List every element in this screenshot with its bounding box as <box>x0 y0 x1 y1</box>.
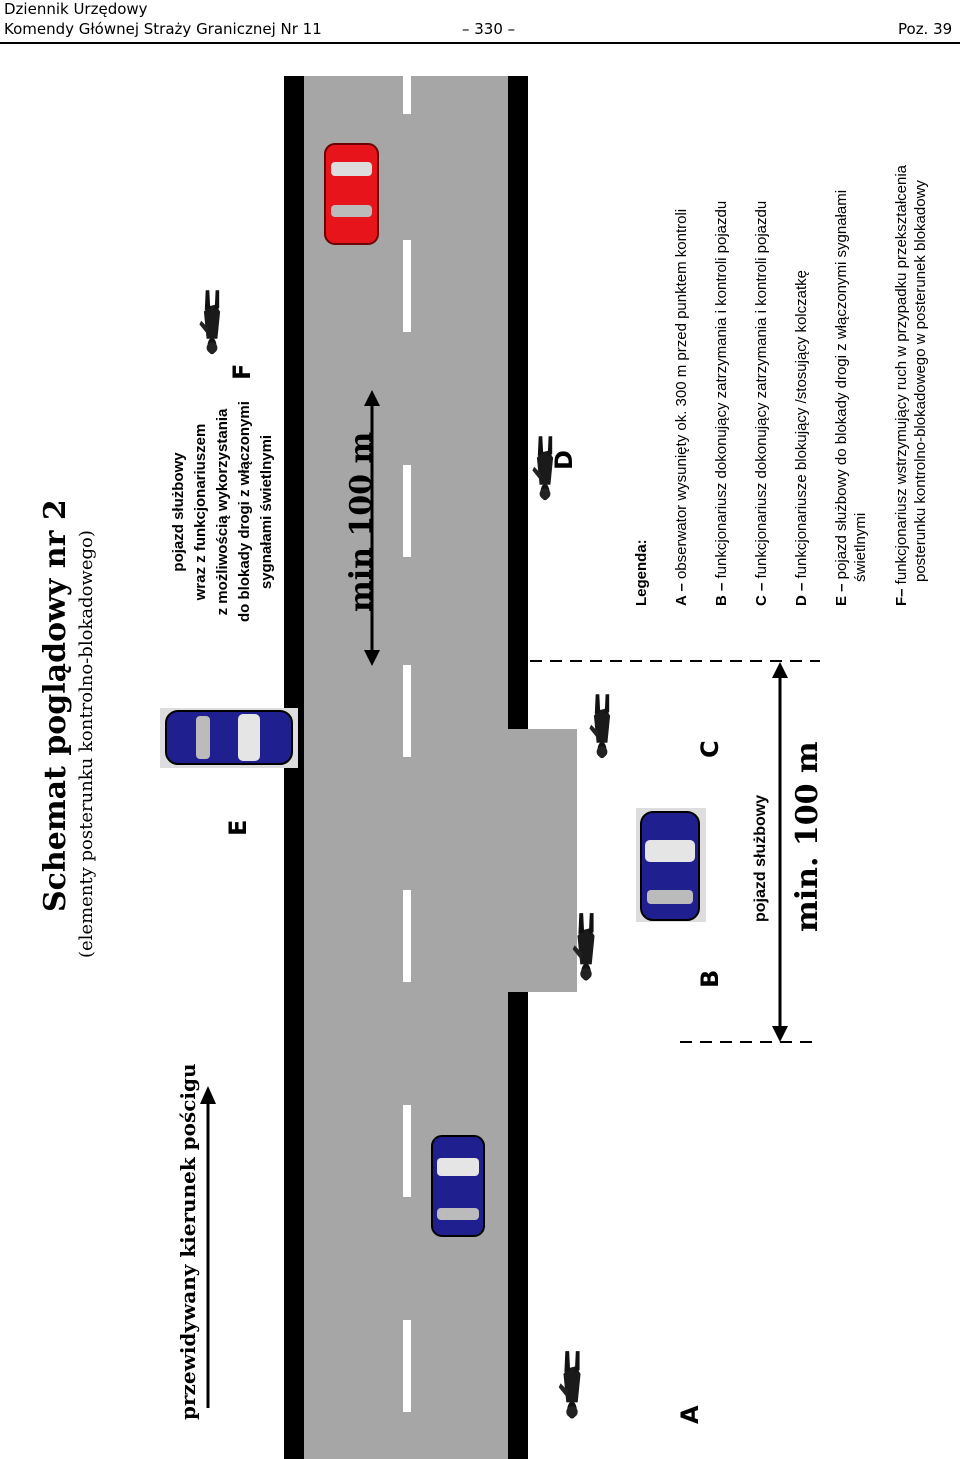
legend-item-e: E – pojazd służbowy do blokady drogi z w… <box>833 189 869 606</box>
distance-label-road: min 100 m <box>344 431 379 612</box>
vehicle-E-description: pojazd służbowy wraz z funkcjonariuszem … <box>170 401 275 622</box>
legend-item-d: D – funkcjonariusze blokujący /stosujący… <box>793 270 810 606</box>
officer-C <box>589 694 611 759</box>
letter-F: F <box>228 363 256 380</box>
lay-by <box>508 729 577 992</box>
letter-D: D <box>550 450 578 470</box>
legend: Legenda: A – obserwator wysunięty ok. 30… <box>632 66 930 606</box>
header-rule <box>0 42 960 44</box>
officer-A <box>558 1351 581 1419</box>
legend-item-a: A – obserwator wysunięty ok. 300 m przed… <box>673 208 690 606</box>
letter-A: A <box>676 1405 704 1424</box>
lane-markings <box>403 76 411 1412</box>
vehicle-label: pojazd służbowy <box>752 794 769 922</box>
blue-car <box>431 1135 485 1237</box>
road-edge-bottom-2 <box>508 992 528 1459</box>
page-number: – 330 – <box>462 20 516 38</box>
letter-B: B <box>696 969 724 988</box>
letter-E: E <box>224 819 252 836</box>
diagram-subtitle: (elementy posterunku kontrolno-blokadowe… <box>76 530 97 958</box>
distance-label-bottom: min. 100 m <box>790 741 825 932</box>
legend-item-b: B – funkcjonariusz dokonujący zatrzymani… <box>713 200 730 606</box>
road-edge-bottom <box>508 76 528 729</box>
direction-label: przewidywany kierunek pościgu <box>176 1063 200 1420</box>
position-number: Poz. 39 <box>898 20 953 38</box>
red-car <box>324 143 379 245</box>
direction-arrow-head <box>200 1086 216 1104</box>
police-car-E <box>160 708 298 768</box>
journal-issue: Komendy Głównej Straży Granicznej Nr 11 <box>4 20 322 38</box>
legend-title: Legenda: <box>633 539 650 606</box>
officer-F <box>199 290 221 355</box>
legend-item-c: C – funkcjonariusz dokonujący zatrzymani… <box>753 200 770 606</box>
letter-C: C <box>696 740 724 758</box>
police-car-lay-by <box>636 808 706 922</box>
journal-title: Dziennik Urzędowy <box>4 0 148 18</box>
diagram-title: Schemat poglądowy nr 2 <box>38 499 73 912</box>
legend-item-f: F– funkcjonariusz wstrzymujący ruch w pr… <box>893 164 929 606</box>
